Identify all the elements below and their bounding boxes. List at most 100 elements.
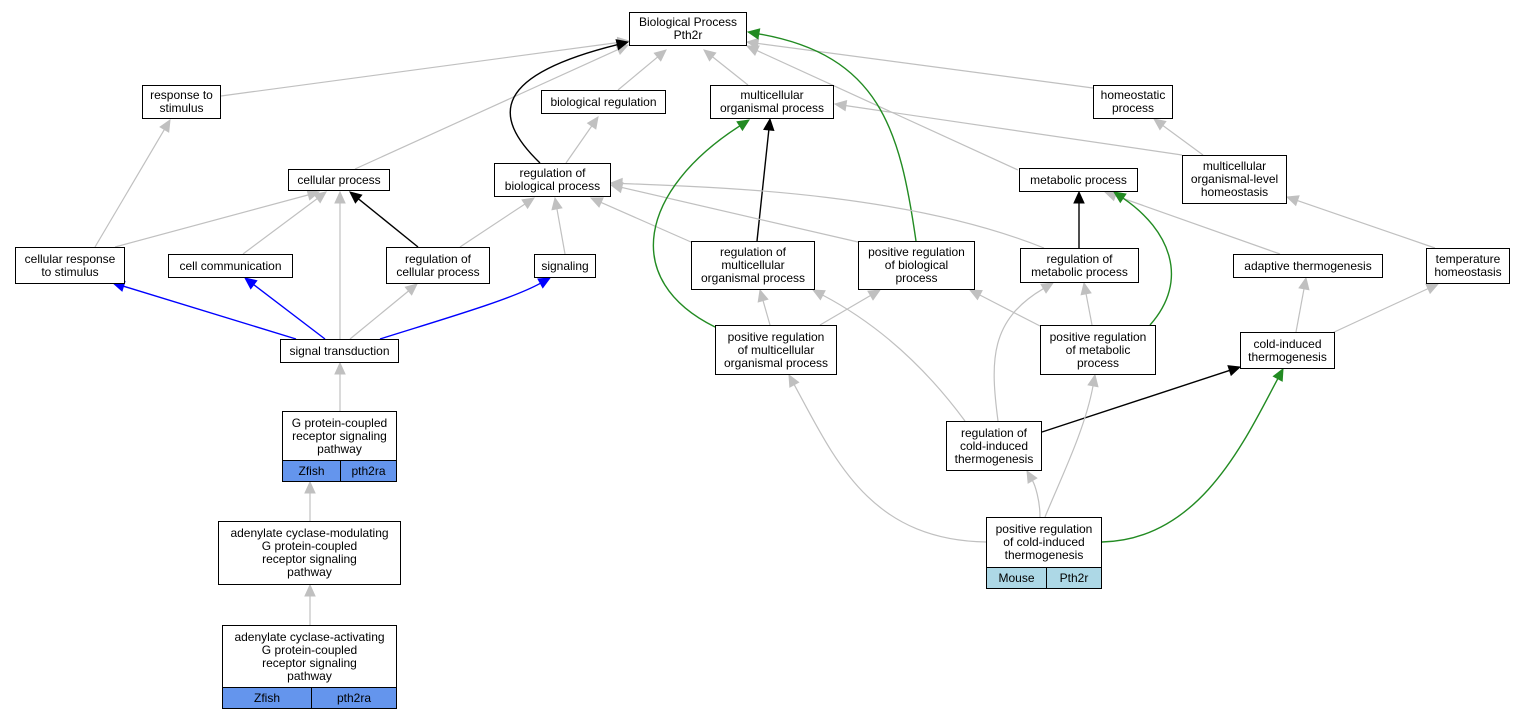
node-ac-activating-gpcr[interactable]: adenylate cyclase-activating G protein-c… [222,625,397,709]
node-regulation-of-cellular-process[interactable]: regulation of cellular process [386,247,490,284]
edge-line [1329,288,1429,335]
arrowhead [968,289,983,301]
arrowhead [1087,373,1099,388]
edge-line [114,194,309,248]
arrowhead [1026,469,1038,484]
arrowhead [1272,367,1284,382]
node-adaptive-thermogenesis[interactable]: adaptive thermogenesis [1233,254,1383,278]
edge-is-a [1044,373,1099,518]
edge-positively-regulates [652,119,751,328]
annotation-species: Zfish [253,690,280,705]
node-label: positive regulation of cold-induced ther… [995,522,1093,562]
node-label: G protein-coupled receptor signaling pat… [291,415,388,456]
node-label: biological regulation [550,94,657,109]
edge-regulates [379,277,552,340]
edge-line [123,285,297,340]
node-regulation-of-multicellular-organismal-process[interactable]: regulation of multicellular organismal p… [691,241,815,290]
arrowhead [867,289,882,301]
node-label: regulation of metabolic process [1031,251,1128,279]
edge-line [358,198,419,248]
edge-line [1295,288,1305,333]
node-homeostatic-process[interactable]: homeostatic process [1093,85,1173,119]
edge-line [1122,197,1173,326]
node-positive-regulation-of-cold-induced-thermogenesis[interactable]: positive regulation of cold-induced ther… [986,517,1102,589]
edge-is-a [745,45,1019,171]
arrowhead [746,28,761,40]
edge-is-a [1153,118,1204,156]
edge-line [242,198,318,255]
node-regulation-of-metabolic-process[interactable]: regulation of metabolic process [1020,248,1139,283]
edge-line [979,294,1043,328]
node-regulation-of-cold-induced-thermogenesis[interactable]: regulation of cold-induced thermogenesis [946,421,1042,471]
edge-line [845,105,1183,156]
edge-line [565,125,593,164]
node-regulation-of-biological-process[interactable]: regulation of biological process [494,163,611,197]
edge-line [600,201,692,243]
node-label: adenylate cyclase-activating G protein-c… [234,629,385,683]
edge-line [1101,378,1279,543]
node-label: adaptive thermogenesis [1244,258,1372,273]
node-cellular-process[interactable]: cellular process [288,169,390,191]
node-bp[interactable]: Biological Process Pth2r [629,12,747,46]
node-multicellular-organismal-process[interactable]: multicellular organismal process [710,85,834,119]
edge-line [793,384,987,543]
edge-is-a [349,283,418,340]
arrowhead [304,480,316,494]
node-signaling[interactable]: signaling [534,254,596,278]
node-positive-regulation-of-multicellular-organismal-process[interactable]: positive regulation of multicellular org… [715,325,837,375]
arrowhead [1153,118,1167,131]
annotation-species: Mouse [998,570,1035,585]
node-signal-transduction[interactable]: signal transduction [280,339,399,363]
node-positive-regulation-of-biological-process[interactable]: positive regulation of biological proces… [858,241,975,290]
node-ac-modulating-gpcr[interactable]: adenylate cyclase-modulating G protein-c… [218,521,401,585]
node-cell-communication[interactable]: cell communication [168,254,293,278]
arrowhead [244,277,258,290]
arrowhead [703,49,717,62]
arrowhead [1073,190,1085,204]
edge-is-a [1285,195,1436,249]
node-cold-induced-thermogenesis[interactable]: cold-induced thermogenesis [1240,332,1335,369]
node-cellular-response-to-stimulus[interactable]: cellular response to stimulus [15,247,125,284]
node-label: Biological Process Pth2r [638,15,738,42]
node-label: temperature homeostasis [1434,252,1502,279]
edge-is-a [1329,283,1440,335]
annotation-gene: pth2ra [311,688,396,708]
node-label: signal transduction [289,343,390,358]
arrowhead [736,119,751,132]
arrowhead [586,116,599,130]
node-label: regulation of biological process [504,166,601,193]
edge-is-a [993,282,1055,422]
edge-line [762,300,771,326]
edge-line [757,42,1094,89]
edge-line [822,294,966,422]
node-label: cellular response to stimulus [24,251,116,279]
node-temperature-homeostasis[interactable]: temperature homeostasis [1426,248,1510,284]
node-positive-regulation-of-metabolic-process[interactable]: positive regulation of metabolic process [1040,325,1156,375]
arrowhead [306,189,321,201]
annotation-gene: pth2ra [340,461,396,481]
arrowhead [334,361,346,375]
node-label: cellular process [297,172,381,187]
edge-is-a [617,49,667,91]
node-biological-regulation[interactable]: biological regulation [541,90,666,114]
edge-line [652,125,741,328]
edge-line [1031,480,1041,518]
arrowhead [551,196,563,211]
node-multicellular-organismal-level-homeostasis[interactable]: multicellular organismal-level homeostas… [1182,155,1287,204]
edge-is-a [811,289,966,422]
edge-is-a [609,181,859,243]
node-label: regulation of cellular process [396,251,480,279]
edge-line [220,41,619,97]
edge-is-a [757,288,771,326]
edge-is-a [304,480,316,521]
node-label: multicellular organismal-level homeostas… [1190,159,1279,199]
node-label: response to stimulus [150,88,213,115]
node-metabolic-process[interactable]: metabolic process [1019,168,1138,192]
edge-is-a [242,191,327,255]
edge-is-a [114,189,321,248]
edge-line [556,208,566,255]
node-response-to-stimulus[interactable]: response to stimulus [142,85,221,119]
node-gpcr-signaling[interactable]: G protein-coupled receptor signaling pat… [282,411,397,482]
edge-line [712,56,749,86]
